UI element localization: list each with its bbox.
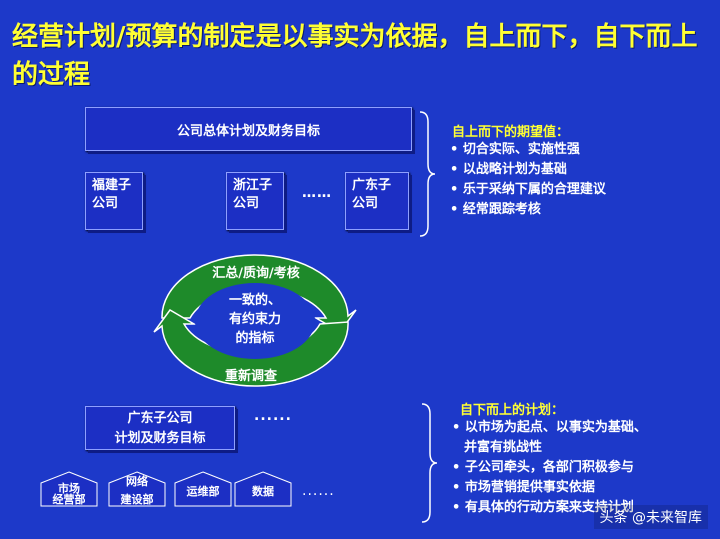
subsidiary-box-fujian: 福建子 公司 bbox=[85, 172, 143, 230]
subsidiary-label-line2: 公司 bbox=[233, 196, 260, 211]
subsidiary-box-guangdong: 广东子 公司 bbox=[345, 172, 409, 230]
subsidiary-label-line1: 浙江子 bbox=[233, 178, 273, 193]
top-brace bbox=[419, 111, 436, 237]
list-item: 乐于采纳下属的合理建议 bbox=[450, 180, 606, 200]
cycle-top-label: 汇总/质询/考核 bbox=[212, 266, 300, 281]
bottom-up-list: 以市场为起点、以事实为基础、 并富有挑战性 子公司牵头，各部门积极参与 市场营销… bbox=[452, 418, 647, 518]
department-label: 市场 bbox=[58, 482, 80, 495]
department-label-line2: 建设部 bbox=[120, 493, 154, 506]
list-item: 以战略计划为基础 bbox=[450, 160, 606, 180]
cycle-center bbox=[195, 283, 315, 359]
subsidiary-label-line1: 福建子 bbox=[92, 178, 132, 193]
list-item: 切合实际、实施性强 bbox=[450, 140, 606, 160]
list-item: 以市场为起点、以事实为基础、 bbox=[452, 418, 647, 438]
department-label: 运维部 bbox=[186, 485, 220, 498]
department-label: 数据 bbox=[252, 485, 274, 498]
cycle-center-label: 一致的、 有约束力 的指标 bbox=[205, 291, 305, 348]
guangdong-plan-line1: 广东子公司 bbox=[127, 411, 193, 426]
plan-ellipsis: ...... bbox=[254, 408, 292, 424]
subsidiary-label-line1: 广东子 bbox=[352, 178, 392, 193]
department-label-line2: 经营部 bbox=[52, 493, 86, 506]
department-market: 市场 bbox=[40, 471, 98, 507]
department-ops: 运维部 bbox=[174, 471, 232, 507]
cycle-center-line: 的指标 bbox=[235, 331, 275, 346]
department-network: 网络 建设部 bbox=[108, 471, 166, 507]
guangdong-plan-box: 广东子公司 计划及财务目标 bbox=[85, 406, 235, 450]
top-down-list: 切合实际、实施性强 以战略计划为基础 乐于采纳下属的合理建议 经常跟踪考核 bbox=[450, 140, 606, 220]
subsidiary-ellipsis: …… bbox=[302, 185, 332, 201]
cycle-center-line: 有约束力 bbox=[228, 312, 281, 327]
department-ellipsis: ...... bbox=[302, 483, 335, 499]
department-data: 数据 bbox=[234, 471, 292, 507]
cycle-diagram bbox=[153, 254, 357, 387]
top-down-title: 自上而下的期望值： bbox=[452, 125, 570, 140]
guangdong-plan-line2: 计划及财务目标 bbox=[114, 431, 206, 446]
page-title: 经营计划/预算的制定是以事实为依据，自上而下，自下而上的过程 bbox=[12, 22, 698, 90]
watermark: 头条 @未来智库 bbox=[593, 505, 708, 529]
department-label: 网络 bbox=[126, 475, 148, 488]
company-overall-plan-box: 公司总体计划及财务目标 bbox=[85, 107, 412, 151]
subsidiary-label-line2: 公司 bbox=[92, 196, 119, 211]
list-item: 有具体的行动方案来支持计划 bbox=[452, 498, 647, 518]
list-item: 经常跟踪考核 bbox=[450, 200, 606, 220]
subsidiary-box-zhejiang: 浙江子 公司 bbox=[226, 172, 284, 230]
cycle-bottom-label: 重新调查 bbox=[224, 369, 277, 384]
list-item: 并富有挑战性 bbox=[464, 440, 543, 455]
bottom-up-title: 自下而上的计划： bbox=[460, 403, 565, 418]
list-item: 子公司牵头，各部门积极参与 bbox=[452, 458, 647, 478]
subsidiary-label-line2: 公司 bbox=[352, 196, 379, 211]
cycle-center-line: 一致的、 bbox=[228, 293, 281, 308]
list-item: 市场营销提供事实依据 bbox=[452, 478, 647, 498]
department-market-overlay: 经营部 bbox=[40, 471, 98, 507]
bottom-brace bbox=[421, 403, 438, 523]
